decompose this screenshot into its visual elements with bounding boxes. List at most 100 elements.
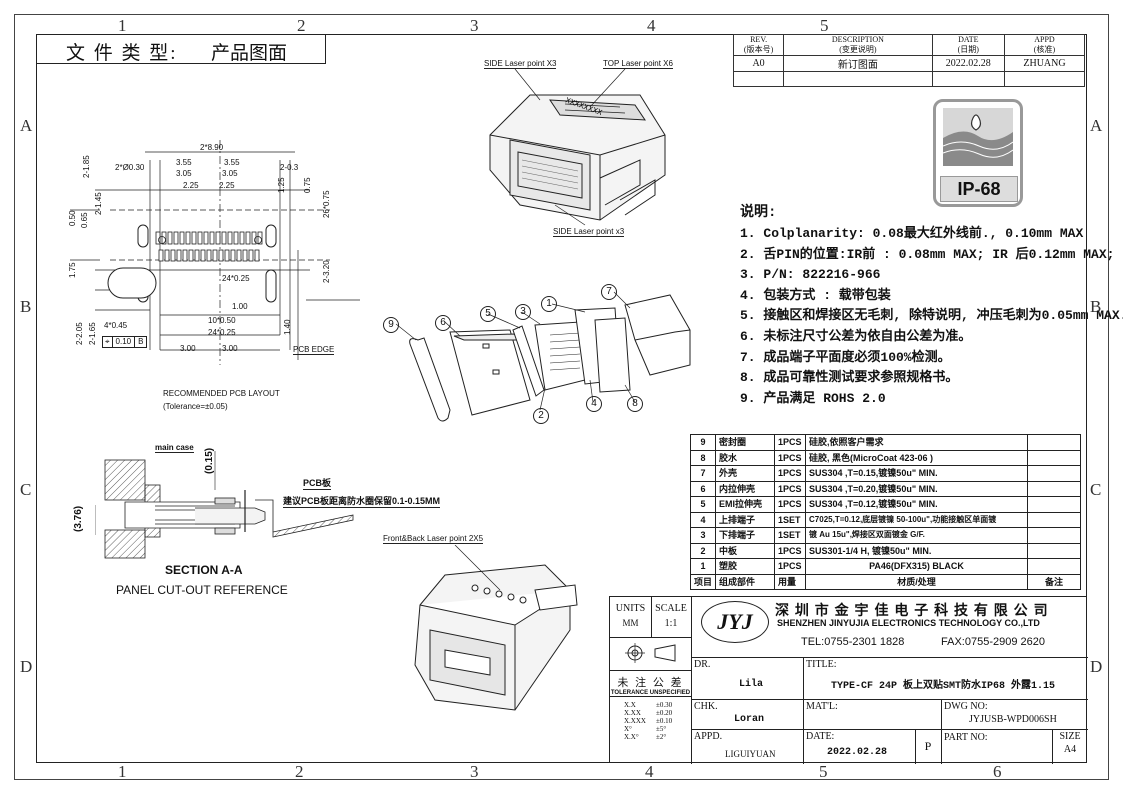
dim-label: 2-3.20 [322, 260, 331, 283]
rev-header-appd: APPD(核准) [1003, 34, 1086, 56]
balloon-2: 2 [533, 408, 549, 424]
zone-col-3-top: 3 [470, 16, 479, 35]
zone-row-b-right: B [1090, 297, 1102, 316]
dim-label: 2-1.85 [82, 155, 91, 178]
pcb-pad-row-bottom [158, 249, 260, 262]
zone-row-d-left: D [20, 657, 33, 676]
dim-label: 0.75 [303, 177, 312, 193]
dim-label: 0.50 [68, 210, 77, 226]
dim-label: 0.65 [80, 212, 89, 228]
dim-label: 2*8.90 [200, 143, 224, 152]
pcb-board-label: PCB板 [303, 478, 332, 490]
connector-iso-top-view: XXXXXXXX [489, 68, 666, 226]
company-header: JYJ 深 圳 市 金 宇 佳 电 子 科 技 有 限 公 司 SHENZHEN… [691, 597, 1088, 658]
dim-label: 3.00 [180, 344, 196, 353]
rev-header-rev: REV.(版本号) [732, 34, 785, 56]
zone-col-4-top: 4 [647, 16, 656, 35]
notes-block: 说明: 1. Colplanarity: 0.08最大红外线前., 0.10mm… [740, 201, 1123, 409]
datum-frame: ⌖ 0.10 B [102, 336, 148, 348]
note-item: 5. 接触区和焊接区无毛刺, 除特说明, 冲压毛刺为0.05mm MAX. [740, 308, 1123, 324]
ip68-badge: IP-68 [933, 99, 1023, 207]
dim-label: 3.05 [176, 169, 192, 178]
zone-row-d-right: D [1090, 657, 1103, 676]
material-cell: MAT'L: [803, 699, 942, 730]
dim-label: 1.00 [232, 302, 248, 311]
dim-label: 2-0.3 [280, 163, 299, 172]
section-title: SECTION A-A [165, 563, 243, 577]
company-logo: JYJ [701, 601, 769, 643]
doc-type-value: 产品图面 [211, 43, 288, 64]
dim-label: 2*Ø0.30 [115, 163, 145, 172]
appd-cell: APPD. LIGUIYUAN [691, 729, 804, 764]
dim-label: 24*0.25 [222, 274, 250, 283]
balloon-8: 8 [627, 396, 643, 412]
title-cell: TITLE: TYPE-CF 24P 板上双贴SMT防水IP68 外露1.15 [803, 657, 1088, 700]
balloon-9: 9 [383, 317, 399, 333]
pcb-note-label: 建议PCB板距离防水圈保留0.1-0.15MM [283, 496, 441, 508]
dim-label: 2.25 [183, 181, 199, 190]
doc-type-box: 文 件 类 型: 产品图面 [36, 34, 326, 64]
company-name-cn: 深 圳 市 金 宇 佳 电 子 科 技 有 限 公 司 [775, 602, 1049, 618]
note-item: 2. 舌PIN的位置:IR前 : 0.08mm MAX; IR 后0.12mm … [740, 246, 1115, 262]
bom-header-row: 项目组成部件用量材质/处理备注 [689, 573, 1081, 590]
balloon-6: 6 [435, 315, 451, 331]
zone-col-6-bottom: 6 [993, 762, 1002, 781]
zone-col-5-bottom: 5 [819, 762, 828, 781]
ip68-label: IP-68 [940, 176, 1018, 202]
rev-header-desc: DESCRIPTION(变更说明) [783, 34, 933, 56]
zone-col-2-bottom: 2 [295, 762, 304, 781]
projection-cell [610, 637, 692, 671]
section-subtitle: PANEL CUT-OUT REFERENCE [116, 583, 288, 597]
zone-row-c-left: C [20, 480, 32, 499]
projection-symbol-icon [625, 643, 676, 663]
dim-label: 2-1.65 [88, 322, 97, 345]
zone-col-1-bottom: 1 [118, 762, 127, 781]
zone-col-4-bottom: 4 [645, 762, 654, 781]
dwg-no-cell: DWG NO: JYJUSB-WPD006SH [941, 699, 1088, 730]
rev-header-date: DATE(日期) [931, 34, 1005, 56]
position-symbol-icon: ⌖ [103, 337, 113, 347]
dim-label: 3.55 [224, 158, 240, 167]
balloon-5: 5 [480, 306, 496, 322]
dr-cell: DR. Lila [691, 657, 804, 700]
company-name-en: SHENZHEN JINYUJIA ELECTRONICS TECHNOLOGY… [777, 618, 1040, 628]
company-tel: TEL:0755-2301 1828 [801, 636, 905, 648]
zone-row-a-right: A [1090, 116, 1103, 135]
note-item: 3. P/N: 822216-966 [740, 267, 881, 283]
pcb-edge-label: PCB EDGE [293, 345, 335, 355]
chk-cell: CHK. Loran [691, 699, 804, 730]
callout-side-laser-bottom: SIDE Laser point x3 [553, 227, 625, 237]
dim-label: 1.75 [68, 262, 77, 278]
note-item: 1. Colplanarity: 0.08最大红外线前., 0.10mm MAX [740, 226, 1084, 241]
zone-row-a-left: A [20, 116, 33, 135]
rev-letter-cell: P [915, 729, 942, 764]
balloon-3: 3 [515, 304, 531, 320]
exploded-view-drawing [395, 291, 691, 422]
zone-col-3-bottom: 3 [470, 762, 479, 781]
dim-label: 1.25 [277, 177, 286, 193]
zone-row-b-left: B [20, 297, 32, 316]
dim-label: 3.00 [222, 344, 238, 353]
main-case-label: main case [155, 443, 194, 453]
drawing-outer-border [14, 14, 1109, 780]
drawing-inner-border [36, 34, 1087, 763]
note-item: 9. 产品满足 ROHS 2.0 [740, 390, 886, 406]
callout-top-laser: TOP Laser point X6 [603, 59, 673, 69]
dim-label: 2-1.45 [94, 192, 103, 215]
dim-label: 24*0.25 [208, 328, 236, 337]
rev-cell: 2022.02.28 [931, 55, 1005, 72]
section-aa-drawing [95, 451, 354, 559]
section-dim-015: (0.15) [204, 447, 215, 474]
note-item: 7. 成品端子平面度必须100%检测。 [740, 349, 951, 365]
water-drop-icon [943, 108, 1013, 166]
pcb-layout-drawing [70, 140, 360, 365]
rev-cell: A0 [732, 55, 785, 72]
zone-col-2-top: 2 [297, 16, 306, 35]
dim-label: 2.25 [219, 181, 235, 190]
dim-label: 4*0.45 [104, 321, 128, 330]
